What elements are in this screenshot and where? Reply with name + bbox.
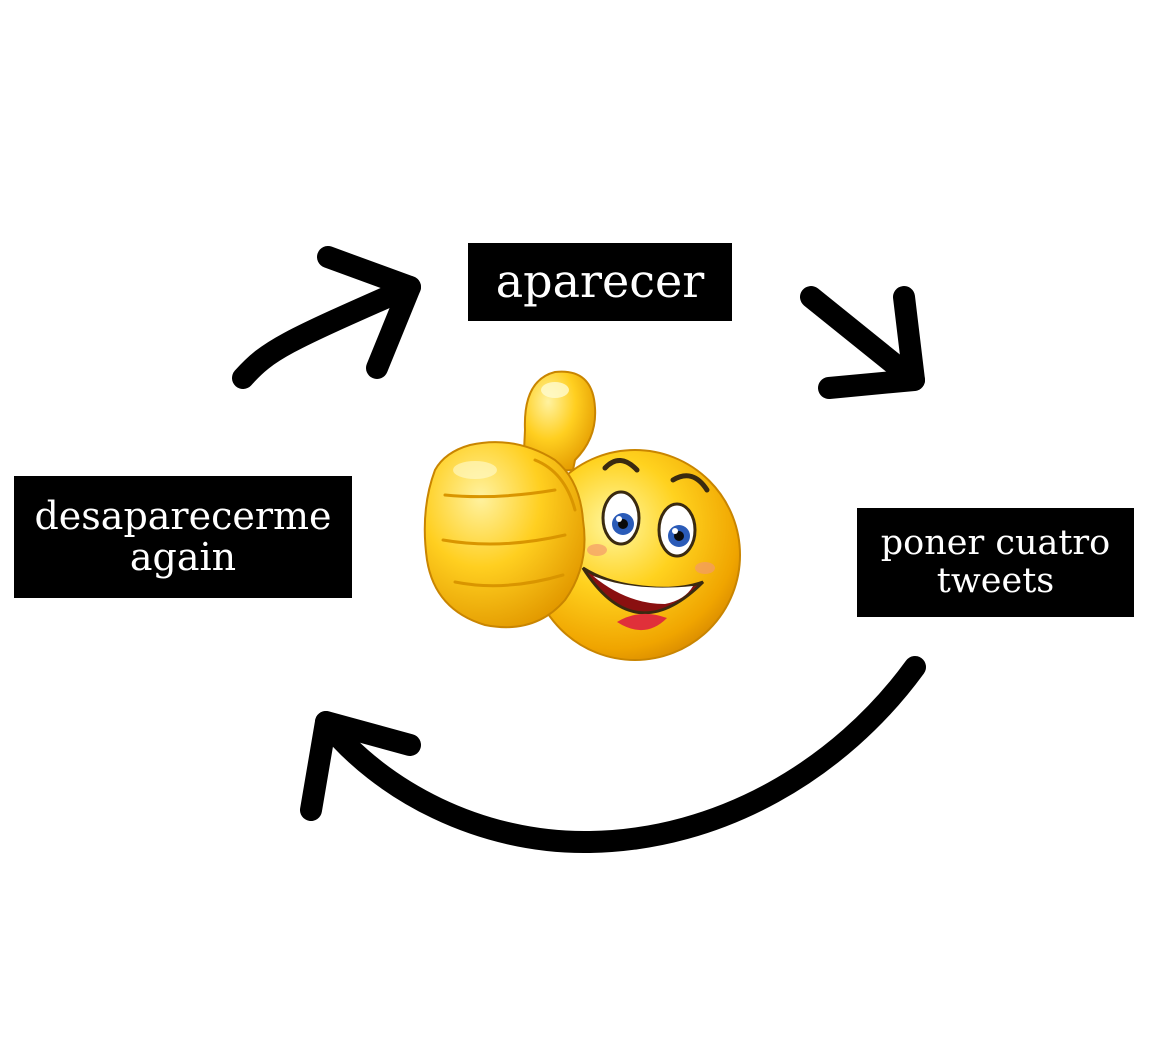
node-desaparecerme-again: desaparecerme again bbox=[14, 476, 352, 598]
node-aparecer: aparecer bbox=[468, 243, 732, 321]
thumbs-up-smiley-icon bbox=[423, 370, 741, 661]
node-poner-cuatro-tweets: poner cuatro tweets bbox=[857, 508, 1134, 617]
node-aparecer-text: aparecer bbox=[495, 254, 705, 309]
arrow-top-to-right bbox=[800, 286, 925, 399]
arrow-right-to-left bbox=[300, 656, 926, 854]
node-poner-cuatro-tweets-line-1: poner cuatro bbox=[880, 522, 1111, 563]
arrow-left-to-top bbox=[232, 246, 421, 389]
node-desaparecerme-again-line-2: again bbox=[129, 535, 237, 579]
node-desaparecerme-again-line-1: desaparecerme bbox=[34, 493, 332, 538]
node-poner-cuatro-tweets-line-2: tweets bbox=[936, 560, 1055, 601]
